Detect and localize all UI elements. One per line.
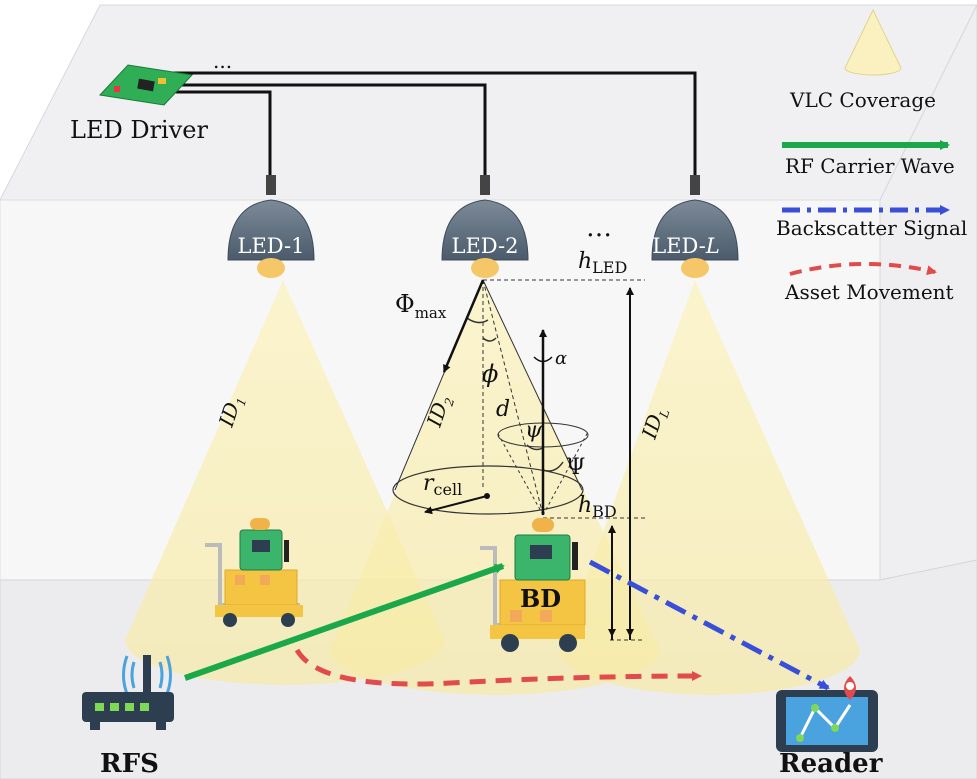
lamp-led-2 — [441, 175, 529, 278]
legend-backscatter-label: Backscatter Signal — [776, 216, 967, 240]
psi-small-label: ψ — [525, 418, 543, 443]
r-cell-label: rcell — [423, 471, 462, 499]
h-bd-label: hBD — [578, 493, 617, 521]
reader-icon — [776, 676, 878, 752]
cell-center — [484, 493, 490, 499]
rfs-router-icon — [82, 655, 174, 730]
led-driver-label: LED Driver — [70, 116, 208, 144]
phi-max-label: Φmax — [395, 290, 447, 322]
backscatter-arrow — [588, 559, 830, 691]
legend-rf-label: RF Carrier Wave — [785, 154, 955, 178]
led-2-label: LED-2 — [452, 234, 519, 258]
legend-vlc-icon — [844, 8, 902, 76]
h-led-label: hLED — [578, 249, 627, 277]
driver-wires — [170, 71, 697, 180]
phi-label: ϕ — [482, 360, 498, 388]
alpha-label: α — [555, 348, 567, 369]
reader-label: Reader — [779, 749, 883, 779]
psi-large-label: Ψ — [566, 455, 585, 480]
led-L-label: LED-L — [652, 234, 720, 258]
legend-movement-icon — [789, 261, 937, 276]
legend-movement-label: Asset Movement — [784, 280, 954, 304]
driver-dots: ... — [213, 49, 232, 73]
asset-movement-arrow — [294, 648, 702, 687]
beam-led-L — [560, 280, 860, 695]
lamp-led-1 — [227, 175, 315, 278]
led-dots: … — [586, 213, 612, 243]
bd-label: BD — [520, 584, 561, 613]
rf-carrier-arrow — [184, 563, 505, 681]
asset-cart-left — [205, 518, 303, 627]
legend-vlc-label: VLC Coverage — [789, 88, 936, 112]
legend: VLC Coverage RF Carrier Wave Backscatter… — [776, 8, 967, 304]
d-label: d — [496, 397, 510, 422]
radius-arrow — [424, 495, 488, 515]
led-1-label: LED-1 — [238, 234, 305, 258]
led-driver-icon — [98, 64, 194, 106]
rfs-label: RFS — [100, 749, 159, 779]
lamp-led-L — [651, 175, 739, 278]
phi-max-arrow — [442, 279, 485, 373]
bd-cart — [480, 518, 586, 652]
alpha-arc — [533, 356, 553, 363]
